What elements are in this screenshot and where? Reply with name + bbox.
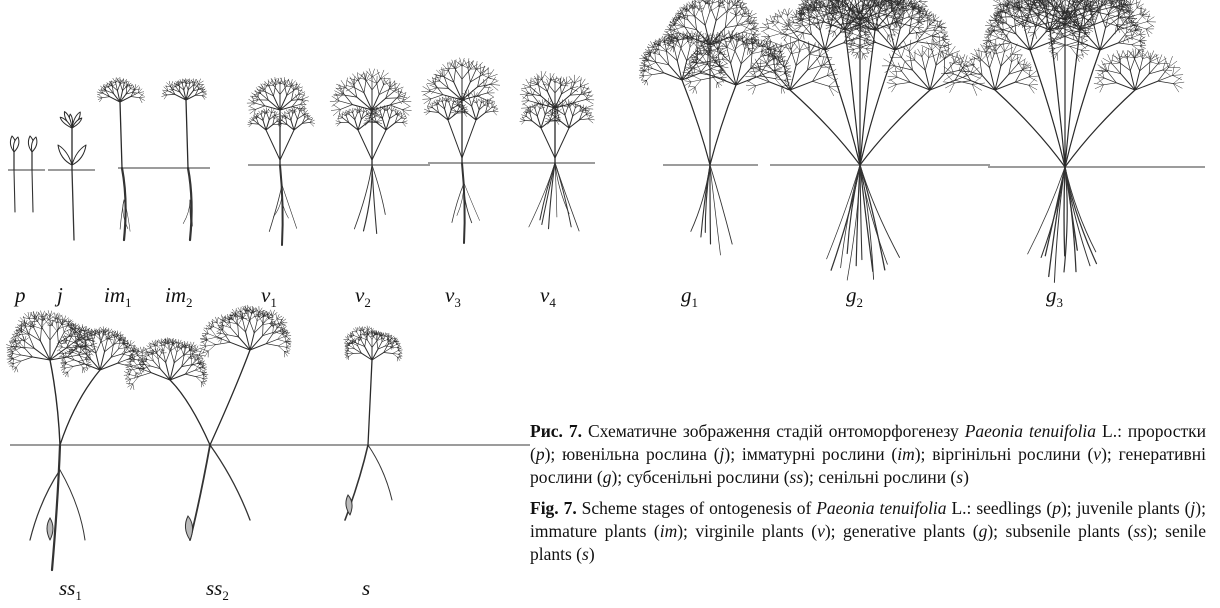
plant-p bbox=[8, 136, 45, 212]
label-j: j bbox=[57, 283, 63, 308]
plant-im2 bbox=[162, 79, 210, 241]
caption-ukrainian: Рис. 7. Схематичне зображення стадій онт… bbox=[530, 420, 1206, 489]
label-g1: g1 bbox=[681, 283, 698, 311]
plant-im1 bbox=[97, 77, 168, 240]
plant-v2 bbox=[328, 69, 430, 234]
plant-v1 bbox=[247, 77, 328, 245]
label-g2: g2 bbox=[846, 283, 863, 311]
figure-caption: Рис. 7. Схематичне зображення стадій онт… bbox=[530, 420, 1206, 574]
plant-ss2 bbox=[124, 305, 291, 540]
label-ss1: ss1 bbox=[59, 576, 82, 604]
caption-english: Fig. 7. Scheme stages of ontogenesis of … bbox=[530, 497, 1206, 566]
label-g3: g3 bbox=[1046, 283, 1063, 311]
plant-ss1 bbox=[6, 310, 530, 570]
plant-s bbox=[344, 326, 403, 520]
label-v4: v4 bbox=[540, 283, 556, 311]
label-s: s bbox=[362, 576, 370, 601]
label-v1: v1 bbox=[261, 283, 277, 311]
plant-v4 bbox=[512, 71, 595, 231]
label-v3: v3 bbox=[445, 283, 461, 311]
label-im2: im2 bbox=[165, 283, 193, 311]
plant-g2 bbox=[746, 0, 990, 280]
plant-v3 bbox=[422, 58, 512, 243]
label-p: p bbox=[15, 283, 26, 308]
label-v2: v2 bbox=[355, 283, 371, 311]
label-ss2: ss2 bbox=[206, 576, 229, 604]
plant-j bbox=[48, 112, 95, 240]
plant-g3 bbox=[941, 0, 1205, 282]
label-im1: im1 bbox=[104, 283, 132, 311]
